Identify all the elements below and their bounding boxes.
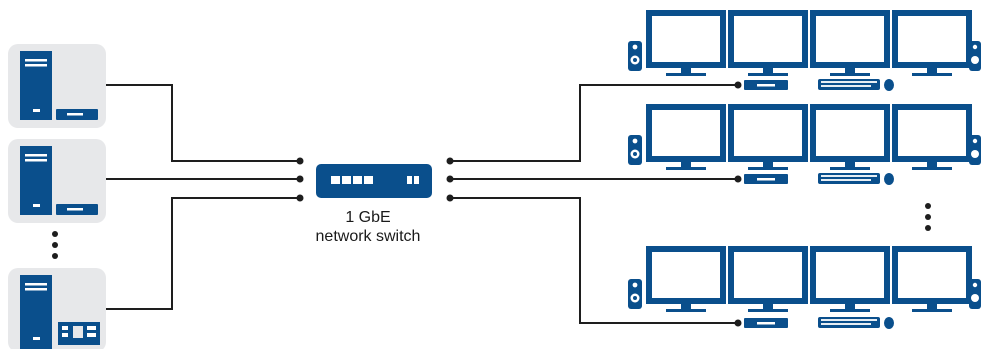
desktop-tower-icon <box>20 146 52 215</box>
wire-switch-row1 <box>450 84 736 162</box>
host-1 <box>8 44 106 128</box>
kvm-transmitter-icon <box>56 109 98 120</box>
monitor-icon <box>728 246 808 312</box>
vertical-ellipsis-icon <box>925 203 931 231</box>
monitor-icon <box>810 246 890 312</box>
speaker-icon <box>969 135 981 165</box>
wire-host3-switch <box>104 197 300 310</box>
mouse-icon <box>884 317 894 329</box>
workstation-row-1 <box>628 10 981 91</box>
monitor-icon <box>646 104 726 170</box>
keyboard-icon <box>818 317 880 328</box>
pci-card-icon <box>58 322 100 345</box>
speaker-icon <box>628 279 642 309</box>
monitor-icon <box>728 10 808 76</box>
kvm-receiver-icon <box>744 174 788 184</box>
wire-host1-switch <box>104 84 300 162</box>
speaker-icon <box>628 135 642 165</box>
monitor-icon <box>646 246 726 312</box>
workstation-row-2 <box>628 104 981 185</box>
switch-label-line1: 1 GbE <box>345 209 391 226</box>
kvm-receiver-icon <box>744 80 788 90</box>
switch-label-line2: network switch <box>315 228 421 245</box>
speaker-icon <box>969 41 981 71</box>
monitor-icon <box>892 104 972 170</box>
desktop-tower-icon <box>20 51 52 120</box>
host-3 <box>8 268 106 349</box>
kvm-transmitter-icon <box>56 204 98 215</box>
monitor-icon <box>810 104 890 170</box>
monitor-icon <box>810 10 890 76</box>
connection-wires <box>104 84 736 324</box>
monitor-icon <box>728 104 808 170</box>
keyboard-icon <box>818 79 880 90</box>
desktop-tower-icon <box>20 275 52 349</box>
keyboard-icon <box>818 173 880 184</box>
wire-switch-row3 <box>450 197 736 324</box>
monitor-icon <box>892 10 972 76</box>
speaker-icon <box>969 279 981 309</box>
kvm-receiver-icon <box>744 318 788 328</box>
workstation-row-3 <box>628 246 981 329</box>
monitor-icon <box>646 10 726 76</box>
host-2 <box>8 139 106 223</box>
mouse-icon <box>884 173 894 185</box>
network-switch-icon <box>316 164 432 198</box>
mouse-icon <box>884 79 894 91</box>
speaker-icon <box>628 41 642 71</box>
switch-label: 1 GbE network switch <box>292 208 444 246</box>
monitor-icon <box>892 246 972 312</box>
vertical-ellipsis-icon <box>52 231 58 259</box>
wire-endpoints <box>296 81 742 327</box>
